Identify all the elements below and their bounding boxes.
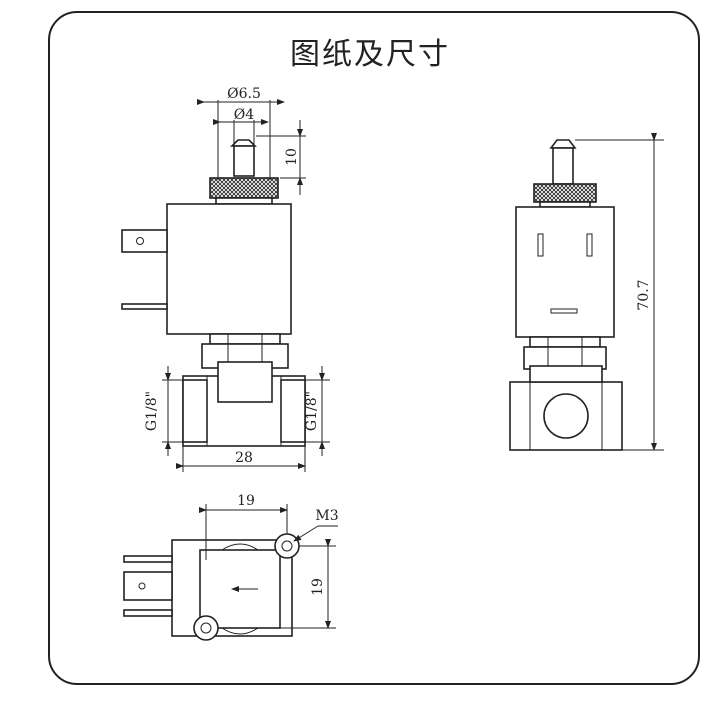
- dim-top-height: 19: [310, 578, 326, 596]
- front-view: Ø6.5 Ø4 10 G1/8" G1/8" 28: [121, 86, 330, 472]
- dim-screw: M3: [315, 508, 338, 524]
- dim-body-width: 28: [235, 450, 253, 466]
- dim-top-width: 19: [237, 493, 255, 509]
- dim-port-left: G1/8": [144, 391, 160, 431]
- dim-nozzle-height: 10: [284, 148, 300, 166]
- dim-outer-diameter: Ø6.5: [227, 86, 261, 102]
- dim-port-right: G1/8": [304, 391, 320, 431]
- dim-overall-height: 70.7: [636, 279, 652, 310]
- top-view: 19 M3 19: [123, 493, 339, 641]
- dim-inner-diameter: Ø4: [234, 107, 254, 123]
- page-title: 图纸及尺寸: [290, 37, 450, 72]
- drawing-frame: [48, 11, 700, 685]
- side-view: 70.7: [509, 133, 664, 451]
